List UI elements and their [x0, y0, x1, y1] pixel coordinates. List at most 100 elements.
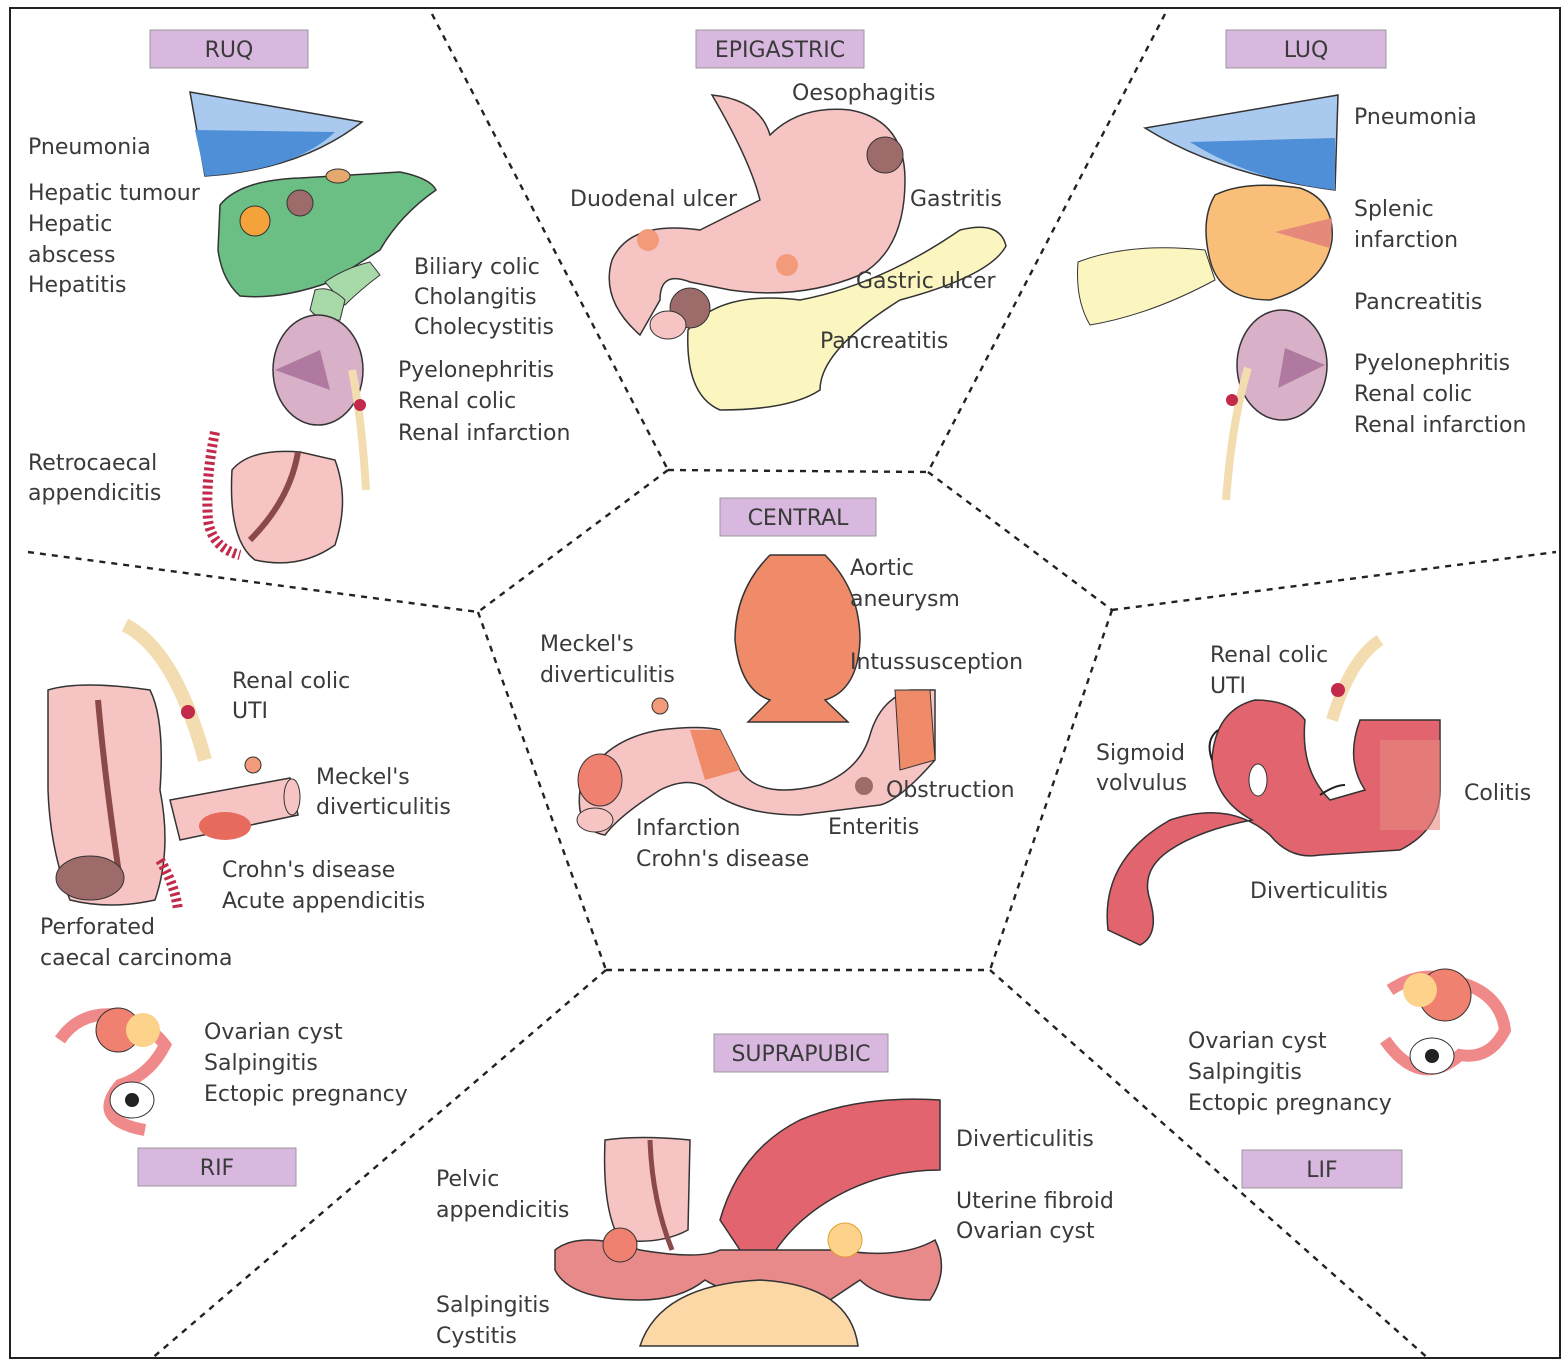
- epi-gastritis: Gastritis: [910, 187, 1002, 212]
- central-aortic: Aortic: [850, 556, 914, 581]
- pancreas-tail: [1078, 248, 1216, 325]
- rif-ectopic-embryo: [125, 1093, 139, 1107]
- rif-meckels: Meckel's: [316, 765, 410, 790]
- rif-perforated: Perforated: [40, 915, 155, 940]
- lif-ectopic-embryo: [1425, 1049, 1439, 1063]
- renal-colic-mark: [354, 399, 366, 411]
- lif-renal-colic-mark: [1331, 683, 1345, 697]
- central-region: CENTRAL Aortic aneurysm Meckel's diverti…: [540, 498, 1023, 872]
- central-enteritis: Enteritis: [828, 815, 919, 840]
- epi-oesophagitis: Oesophagitis: [792, 81, 935, 106]
- lif-diverticulitis: Diverticulitis: [1250, 879, 1388, 904]
- lif-region: LIF Renal colic UTI Sigmoid volvulus Col…: [1096, 640, 1531, 1188]
- central-obstruction: Obstruction: [886, 778, 1015, 803]
- ruq-abscess: abscess: [28, 243, 115, 268]
- rif-diverticulitis: diverticulitis: [316, 795, 451, 820]
- sp-diverticulitis: Diverticulitis: [956, 1127, 1094, 1152]
- rif-uti: UTI: [232, 699, 268, 724]
- central-intussusception: Intussusception: [850, 650, 1023, 675]
- epigastric-label: EPIGASTRIC: [715, 38, 845, 63]
- gallbladder: [326, 169, 350, 183]
- left-ureter: [1226, 368, 1248, 500]
- rif-ovarian-cyst: Ovarian cyst: [204, 1020, 343, 1045]
- gastric-ulcer-mark: [776, 254, 798, 276]
- lif-volvulus: volvulus: [1096, 771, 1187, 796]
- lif-uti: UTI: [1210, 674, 1246, 699]
- sp-salpingitis: Salpingitis: [436, 1293, 550, 1318]
- ruq-hepatic: Hepatic: [28, 212, 112, 237]
- central-diverticulitis: diverticulitis: [540, 663, 675, 688]
- ruq-label: RUQ: [205, 38, 254, 63]
- central-meckels: Meckel's: [540, 632, 634, 657]
- rif-crohns: Crohn's disease: [222, 858, 395, 883]
- luq-label: LUQ: [1284, 38, 1329, 63]
- epi-gastric-ulcer: Gastric ulcer: [856, 269, 997, 294]
- acute-appendix: [160, 860, 178, 910]
- duodenum-opening: [650, 311, 686, 339]
- ruq-hepatic-tumour: Hepatic tumour: [28, 181, 201, 206]
- lif-renal-colic: Renal colic: [1210, 643, 1328, 668]
- lif-colitis: Colitis: [1464, 781, 1531, 806]
- ruq-region: RUQ Pneumonia Hepatic tumour Hepatic abs…: [28, 30, 570, 563]
- rif-ovarian-cyst: [126, 1013, 160, 1047]
- epigastric-region: EPIGASTRIC Oesophagitis Duodenal ulcer G…: [570, 30, 1006, 410]
- ruq-appendicitis: appendicitis: [28, 481, 161, 506]
- left-lung-shade: [1190, 138, 1335, 190]
- ruq-pyelonephritis: Pyelonephritis: [398, 358, 554, 383]
- ruq-cholecystitis: Cholecystitis: [414, 315, 554, 340]
- luq-region: LUQ Pneumonia Splenic infarction Pancrea…: [1078, 30, 1527, 500]
- rif-region: RIF Renal colic UTI Meckel's diverticuli…: [40, 625, 451, 1186]
- volvulus-twist: [1249, 764, 1267, 796]
- sp-cystitis: Cystitis: [436, 1324, 517, 1349]
- sp-uterine-fibroid: Uterine fibroid: [956, 1189, 1114, 1214]
- obstruction-point: [855, 777, 873, 795]
- caecum-ruq: [231, 451, 342, 562]
- lif-ovarian-cyst: Ovarian cyst: [1188, 1029, 1327, 1054]
- lif-ectopic-pregnancy: Ectopic pregnancy: [1188, 1091, 1392, 1116]
- rif-acute-appendicitis: Acute appendicitis: [222, 889, 425, 914]
- rif-ectopic-pregnancy: Ectopic pregnancy: [204, 1082, 408, 1107]
- ruq-retrocaecal: Retrocaecal: [28, 451, 157, 476]
- crohns-ileitis: [199, 812, 251, 840]
- rif-meckels: [245, 757, 261, 773]
- aortic-aneurysm: [735, 555, 860, 722]
- rif-renal-colic: Renal colic: [232, 669, 350, 694]
- duodenal-ulcer-mark: [637, 229, 659, 251]
- sp-pelvic: Pelvic: [436, 1167, 499, 1192]
- colitis-segment: [1380, 740, 1440, 830]
- lif-salpingitis: Salpingitis: [1188, 1060, 1302, 1085]
- luq-renal-colic-mark: [1226, 394, 1238, 406]
- lif-ovarian-cyst: [1403, 973, 1437, 1007]
- luq-renal-infarction: Renal infarction: [1354, 413, 1526, 438]
- right-lung-shade: [195, 130, 335, 176]
- rif-renal-colic-mark: [181, 705, 195, 719]
- pelvic-caecum: [605, 1138, 690, 1242]
- ruq-cholangitis: Cholangitis: [414, 285, 537, 310]
- hepatic-tumour-lesion: [240, 206, 270, 236]
- lif-ureter: [1332, 640, 1380, 720]
- left-ovarian-cyst: [828, 1223, 862, 1257]
- sp-ovarian-cyst: Ovarian cyst: [956, 1219, 1095, 1244]
- luq-renal-colic: Renal colic: [1354, 382, 1472, 407]
- right-ureter: [352, 370, 366, 490]
- luq-pneumonia: Pneumonia: [1354, 105, 1477, 130]
- meckels-diverticulum: [652, 698, 668, 714]
- crohns-segment: [578, 754, 622, 806]
- luq-pyelonephritis: Pyelonephritis: [1354, 351, 1510, 376]
- central-aneurysm: aneurysm: [850, 587, 960, 612]
- rif-label: RIF: [200, 1156, 234, 1181]
- lif-sigmoid: Sigmoid: [1096, 741, 1185, 766]
- sp-appendicitis: appendicitis: [436, 1198, 569, 1223]
- bowel-lumen: [577, 808, 613, 832]
- ruq-pneumonia: Pneumonia: [28, 135, 151, 160]
- ileum-opening: [284, 779, 300, 815]
- hepatic-abscess-lesion: [287, 190, 313, 216]
- ruq-renal-colic: Renal colic: [398, 389, 516, 414]
- right-ovary: [603, 1228, 637, 1262]
- epi-duodenal-ulcer: Duodenal ulcer: [570, 187, 738, 212]
- rif-salpingitis: Salpingitis: [204, 1051, 318, 1076]
- intussusception: [895, 690, 935, 770]
- oesophagitis-lesion: [867, 137, 903, 173]
- rif-caecal-carcinoma: caecal carcinoma: [40, 946, 232, 971]
- small-bowel: [579, 690, 935, 835]
